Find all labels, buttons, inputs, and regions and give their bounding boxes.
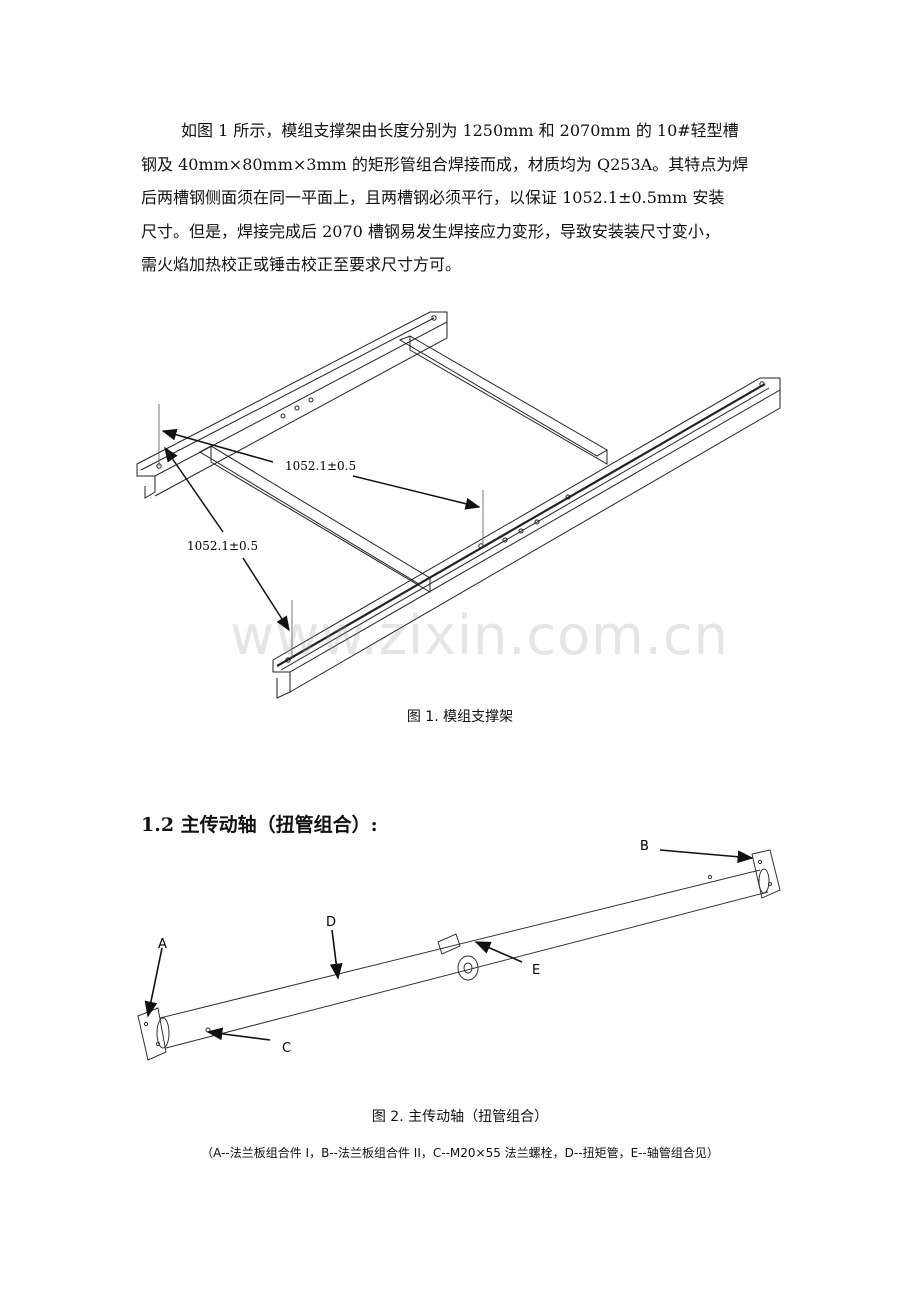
label-c: C (282, 1041, 291, 1056)
flange-plate-b (751, 849, 781, 899)
dimension-label-2: 1052.1±0.5 (187, 539, 258, 553)
flange-plate-a (137, 1007, 167, 1061)
figure-1-caption: 图 1. 模组支撑架 (406, 709, 514, 725)
body-paragraph: 如图 1 所示，模组支撑架由长度分别为 1250mm 和 2070mm 的 10… (141, 114, 781, 282)
label-b: B (640, 839, 649, 854)
paragraph-line: 钢及 40mm×80mm×3mm 的矩形管组合焊接而成，材质均为 Q253A。其… (141, 154, 749, 174)
figure-2-caption: 图 2. 主传动轴（扭管组合） (371, 1109, 549, 1125)
upper-channel (136, 311, 448, 477)
figure-2-legend-note: （A--法兰板组合件 I，B--法兰板组合件 II，C--M20×55 法兰螺栓… (201, 1146, 719, 1160)
label-e: E (532, 963, 540, 978)
label-d: D (326, 915, 336, 930)
cross-tube-rear (398, 335, 608, 457)
torque-tube (159, 869, 761, 1019)
support-frame-drawing: 1052.1±0.5 1052.1±0.5 (136, 311, 781, 699)
bearing-block-lower (457, 955, 479, 981)
dimension-label-1: 1052.1±0.5 (285, 459, 356, 473)
watermark: www.zixin.com.cn (230, 604, 729, 667)
label-a: A (158, 937, 167, 952)
paragraph-line: 后两槽钢侧面须在同一平面上，且两槽钢必须平行，以保证 1052.1±0.5mm … (141, 188, 725, 208)
bearing-block-upper (437, 933, 461, 955)
drive-shaft-drawing: A B C D E (137, 839, 781, 1061)
paragraph-line: 需火焰加热校正或锤击校正至要求尺寸方可。 (141, 255, 462, 275)
section-heading: 1.2 主传动轴（扭管组合）: (141, 814, 378, 836)
paragraph-line: 尺寸。但是，焊接完成后 2070 槽钢易发生焊接应力变形，导致安装装尺寸变小， (141, 221, 720, 241)
paragraph-line: 如图 1 所示，模组支撑架由长度分别为 1250mm 和 2070mm 的 10… (181, 121, 739, 140)
